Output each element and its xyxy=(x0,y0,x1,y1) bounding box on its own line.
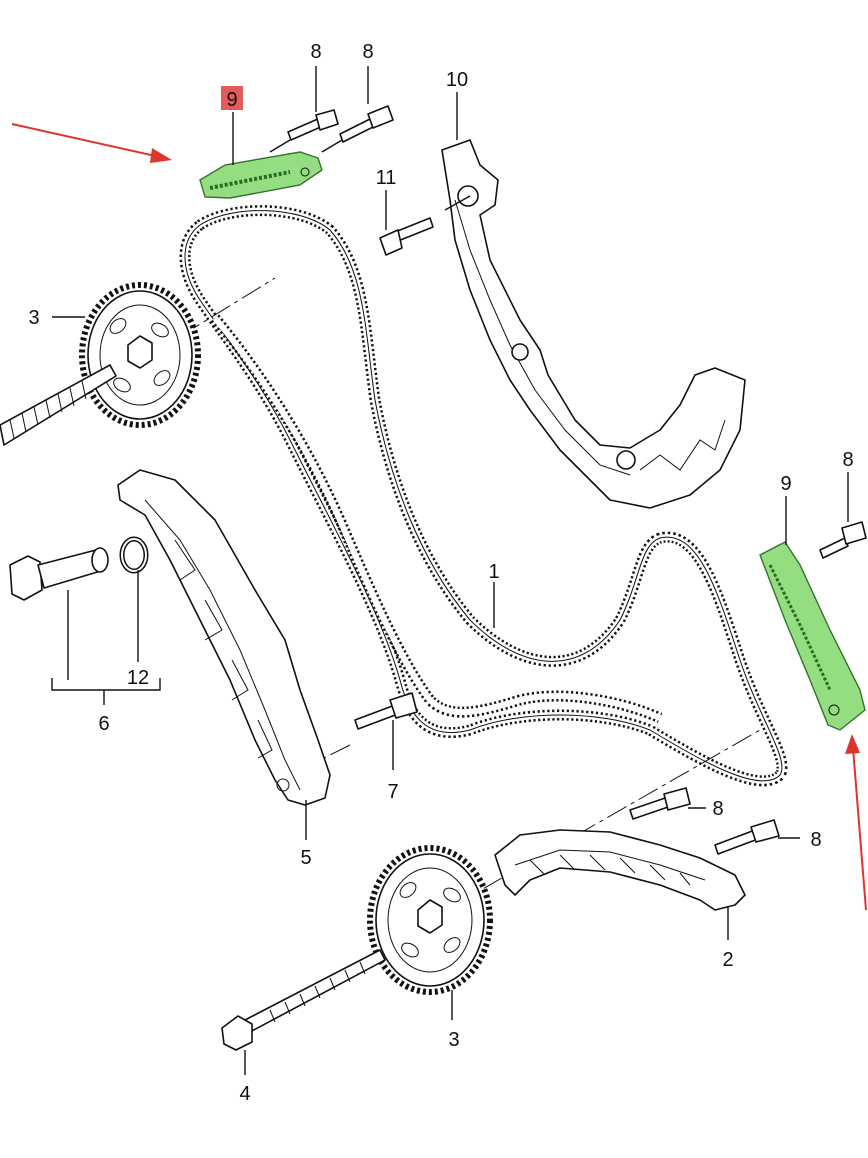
callout-4: 4 xyxy=(239,1083,250,1105)
callout-8-low1: 8 xyxy=(712,798,723,820)
chain-guide-right-highlighted xyxy=(759,541,866,731)
callout-2: 2 xyxy=(722,949,733,971)
chain-guide-rail-lower xyxy=(494,829,746,911)
pointer-arrow-top-left xyxy=(11,123,172,163)
callout-3-bottom: 3 xyxy=(448,1029,459,1051)
callout-9-highlight-box xyxy=(221,86,243,110)
callout-10: 10 xyxy=(446,69,468,91)
callout-9-top: 9 xyxy=(226,89,237,111)
callout-3-top: 3 xyxy=(28,307,39,329)
bolt-8-lower-2 xyxy=(714,819,780,855)
crankshaft-sprocket-bottom xyxy=(367,845,493,995)
sealing-ring-12 xyxy=(119,536,149,574)
sprocket-bolt-4 xyxy=(221,949,386,1051)
callout-8-low2: 8 xyxy=(810,829,821,851)
callout-1: 1 xyxy=(488,561,499,583)
bolt-8-right xyxy=(321,105,394,153)
callout-8a: 8 xyxy=(310,41,321,63)
bolt-8-lower-1 xyxy=(629,787,691,820)
tensioner-rail-left xyxy=(117,469,331,806)
centerline-top-sprocket xyxy=(149,277,276,356)
callout-8-right: 8 xyxy=(842,449,853,471)
callout-6: 6 xyxy=(98,713,109,735)
chain-guide-top-highlighted xyxy=(199,151,323,199)
callout-labels: 8 8 9 10 11 3 9 8 1 12 6 7 5 8 8 2 3 4 xyxy=(28,41,853,1105)
callout-8b: 8 xyxy=(362,41,373,63)
callout-11: 11 xyxy=(376,167,397,189)
leader-lines xyxy=(51,66,849,1075)
chain-tensioner-plunger xyxy=(9,547,109,601)
bolt-7 xyxy=(354,692,418,730)
camshaft-bolt-top xyxy=(0,364,117,446)
chain-guide-rail-right xyxy=(441,139,746,509)
callout-12: 12 xyxy=(127,667,149,689)
camshaft-sprocket-top xyxy=(79,282,201,428)
callout-5: 5 xyxy=(300,847,311,869)
bolt-8-right-side xyxy=(819,521,867,559)
callout-7: 7 xyxy=(387,781,398,803)
callout-9-right: 9 xyxy=(780,473,791,495)
pointer-arrow-bottom-right xyxy=(845,734,867,911)
bolt-11 xyxy=(379,217,434,256)
bolt-8-left xyxy=(269,109,339,153)
timing-chain xyxy=(179,205,788,787)
